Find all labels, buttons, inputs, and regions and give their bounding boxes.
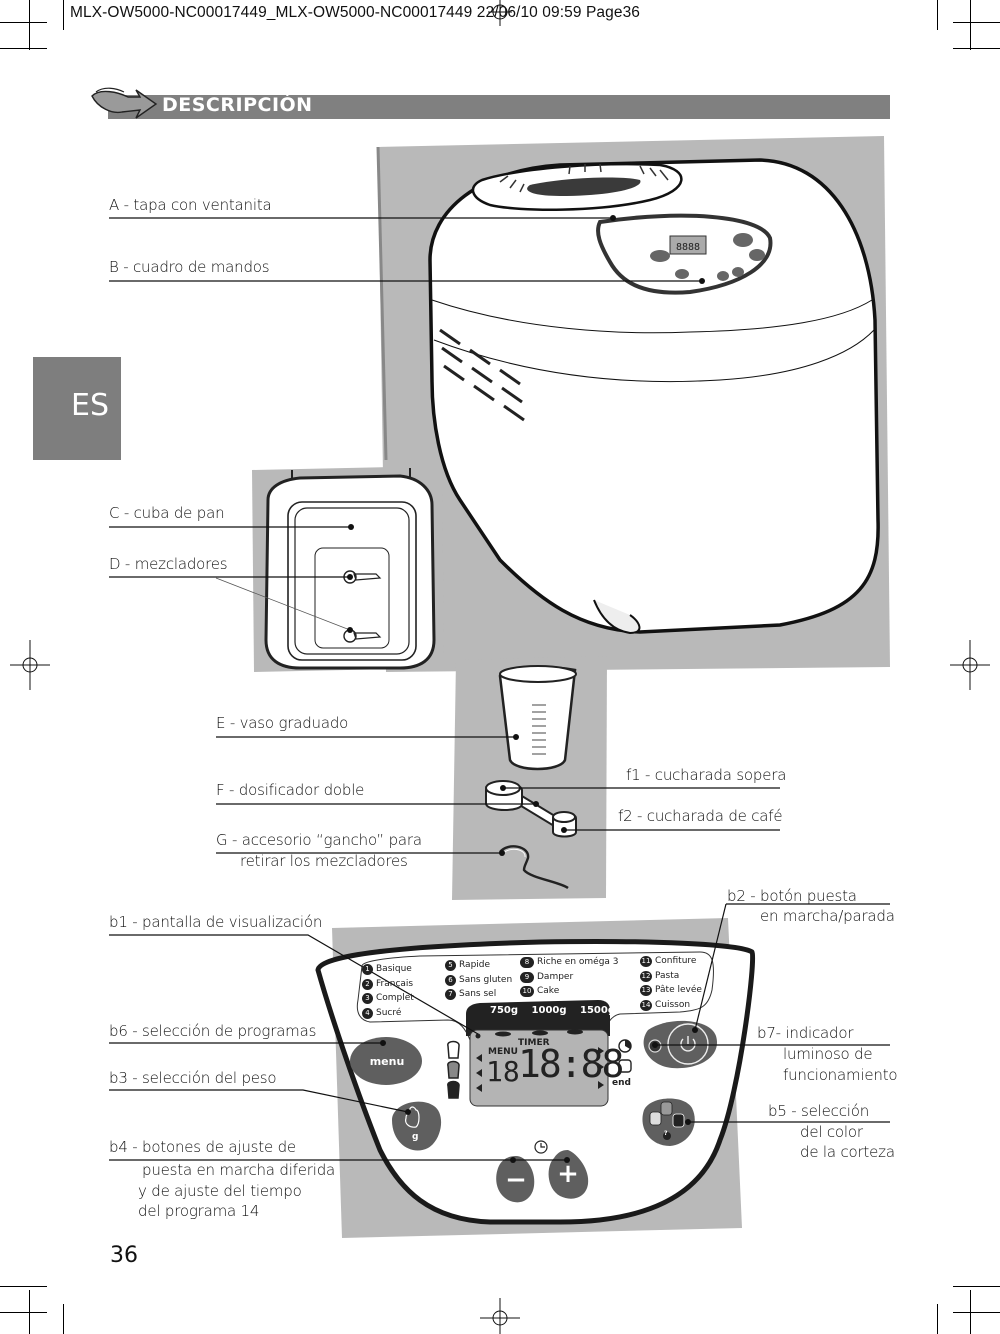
callout-c-bread-pan: C - cuba de pan [109, 504, 225, 522]
language-tab [33, 357, 121, 460]
callout-g-hook-line1: G - accesorio “gancho” para [216, 831, 422, 849]
crust-button-shape [642, 1098, 695, 1146]
crop-mark [970, 1290, 971, 1334]
callout-b3-weight-select: b3 - selección del peso [109, 1069, 277, 1087]
control-panel-illustration [315, 939, 756, 1225]
crust-color-button[interactable]: ? [642, 1096, 698, 1146]
clock-icon [534, 1140, 548, 1154]
crop-mark [0, 22, 47, 23]
menu-button[interactable]: menu [352, 1040, 422, 1082]
crop-mark [953, 22, 1000, 23]
callout-f-double-measure: F - dosificador doble [216, 781, 365, 799]
callout-b1-display: b1 - pantalla de visualización [109, 913, 323, 931]
crop-mark [953, 48, 1000, 49]
section-title: DESCRIPCIÓN [162, 94, 313, 116]
callout-b2-line1: b2 - botón puesta [727, 887, 857, 905]
menu-button-label: menu [369, 1054, 405, 1068]
measuring-cup-illustration [498, 665, 577, 771]
print-header: MLX-OW5000-NC00017449_MLX-OW5000-NC00017… [70, 4, 641, 21]
callout-f2-teaspoon: f2 - cucharada de café [618, 807, 783, 825]
bread-pan-illustration [264, 468, 436, 670]
callout-b7-line3: funcionamiento [783, 1066, 898, 1084]
keep-warm-icon [618, 1059, 632, 1073]
weight-button[interactable]: g [392, 1100, 442, 1150]
callout-b2-line2: en marcha/parada [760, 907, 895, 925]
callout-b7-line2: luminoso de [783, 1045, 873, 1063]
callout-e-measuring-cup: E - vaso graduado [216, 714, 349, 732]
svg-text:8888: 8888 [676, 242, 700, 253]
minus-button-shape [496, 1156, 535, 1203]
crust-help-icon: ? [664, 1130, 668, 1137]
crop-mark [937, 0, 938, 30]
plus-icon: + [557, 1159, 579, 1189]
callout-b7-line1: b7- indicador [757, 1024, 854, 1042]
language-tab-label: ES [71, 388, 109, 423]
bread-machine-illustration: 8888 [428, 158, 880, 635]
crop-mark [0, 48, 47, 49]
minus-button[interactable]: − [496, 1156, 536, 1204]
callout-b4-line1: b4 - botones de ajuste de [109, 1138, 296, 1156]
crop-mark [29, 1290, 30, 1334]
crop-mark [970, 0, 971, 50]
crop-mark [953, 1286, 1000, 1287]
registration-mark-icon [10, 0, 990, 1334]
lcd-screen [469, 1029, 609, 1107]
crop-mark [63, 0, 64, 30]
section-header-bar [108, 95, 890, 119]
crop-mark [953, 1312, 1000, 1313]
page-number: 36 [110, 1243, 138, 1268]
callout-b5-line2: del color [800, 1123, 863, 1141]
crop-mark [937, 1304, 938, 1334]
callout-b-control-panel: B - cuadro de mandos [109, 258, 270, 276]
callout-a-lid-window: A - tapa con ventanita [109, 196, 272, 214]
callout-b5-line3: de la corteza [800, 1143, 895, 1161]
callout-b5-line1: b5 - selección [768, 1102, 869, 1120]
callout-b4-line3: y de ajuste del tiempo [138, 1182, 302, 1200]
callout-b4-line4: del programa 14 [138, 1202, 260, 1220]
crop-mark [0, 1312, 47, 1313]
callout-d-mixers: D - mezcladores [109, 555, 228, 573]
crop-mark [29, 0, 30, 50]
power-button[interactable] [644, 1018, 718, 1070]
crop-mark [63, 1304, 64, 1334]
menu-button-shape [350, 1037, 422, 1085]
power-icon [680, 1038, 696, 1052]
callout-g-hook-line2: retirar los mezcladores [240, 852, 408, 870]
crop-mark [0, 1286, 47, 1287]
minus-icon: − [505, 1165, 527, 1195]
weight-button-label: g [412, 1132, 419, 1142]
callout-b4-line2: puesta en marcha diferida [142, 1161, 336, 1179]
plus-button-shape [548, 1150, 589, 1199]
plus-button[interactable]: + [548, 1150, 588, 1198]
callout-b6-program-select: b6 - selección de programas [109, 1022, 317, 1040]
callout-f1-tablespoon: f1 - cucharada sopera [626, 766, 787, 784]
